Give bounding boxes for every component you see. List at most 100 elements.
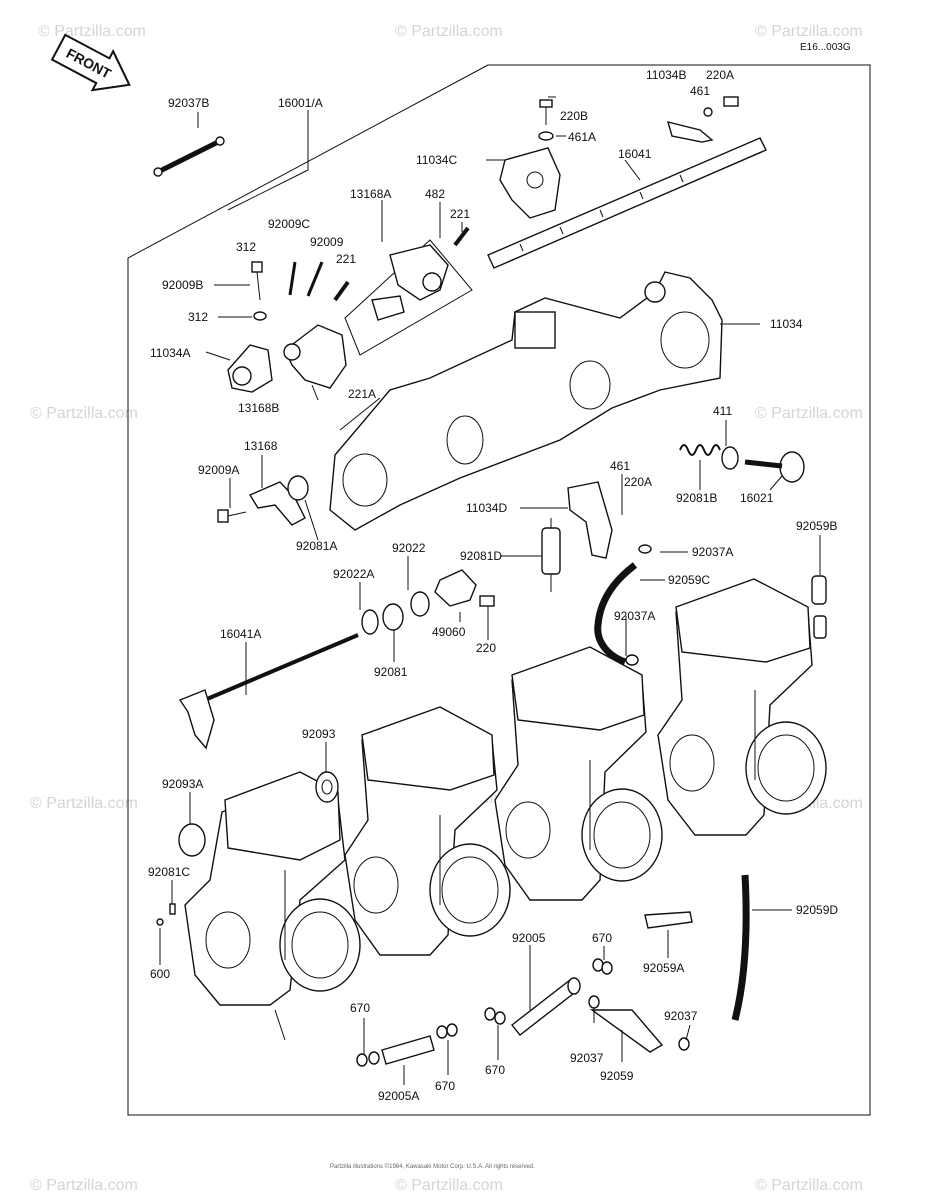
label-92059A: 92059A	[643, 961, 684, 975]
part-16041A-shaft	[178, 633, 359, 750]
part-13168A-linkage	[344, 239, 473, 356]
part-92005-tube	[511, 977, 581, 1036]
watermark-text: © Partzilla.com	[30, 795, 138, 812]
part-92037A-clip	[625, 654, 639, 666]
part-49060-block	[434, 569, 477, 607]
part-220B-screw	[539, 99, 553, 125]
label-11034A: 11034A	[150, 346, 190, 360]
label-92037B: 92037B	[168, 96, 209, 110]
part-411-washer	[721, 446, 739, 470]
label-92081C: 92081C	[148, 865, 190, 879]
part-92081B-spring	[679, 444, 721, 456]
part-92059-tube	[589, 1009, 664, 1053]
label-92009: 92009	[310, 235, 344, 249]
label-92009B: 92009B	[162, 278, 203, 292]
part-461A-washer	[538, 131, 554, 141]
part-16041-shaft	[487, 137, 767, 269]
part-92009B-screw	[251, 261, 263, 301]
label-11034C: 11034C	[416, 153, 457, 167]
part-92005A-tube	[381, 1035, 435, 1065]
label-16001A: 16001/A	[278, 96, 323, 110]
label-16021: 16021	[740, 491, 774, 505]
part-92037A-clip	[638, 544, 652, 554]
label-13168A: 13168A	[350, 187, 391, 201]
part-312-nut	[253, 311, 267, 321]
label-92005: 92005	[512, 931, 546, 945]
part-92009A-screw	[217, 509, 247, 523]
part-92059B-hose	[811, 575, 827, 639]
label-92009C: 92009C	[268, 217, 310, 231]
carburetor-1	[184, 771, 361, 1041]
label-92081: 92081	[374, 665, 408, 679]
label-92005A: 92005A	[378, 1089, 419, 1103]
label-411: 411	[713, 404, 732, 418]
label-92009A: 92009A	[198, 463, 239, 477]
part-13168B-cam	[283, 324, 347, 389]
label-92081B: 92081B	[676, 491, 717, 505]
label-92037: 92037	[570, 1051, 604, 1065]
label-312: 312	[188, 310, 208, 324]
label-16041: 16041	[618, 147, 652, 161]
label-92037: 92037	[664, 1009, 698, 1023]
part-13168-lever	[248, 481, 306, 526]
label-92081A: 92081A	[296, 539, 337, 553]
part-92037B	[153, 136, 225, 177]
part-92059A-tube	[644, 911, 693, 929]
part-92093-cap	[315, 771, 339, 803]
carburetor-2	[344, 706, 511, 956]
label-482: 482	[425, 187, 445, 201]
label-220A: 220A	[624, 475, 652, 489]
label-600: 600	[150, 967, 170, 981]
label-11034B: 11034B	[646, 68, 686, 82]
part-92081D-spring	[541, 518, 561, 592]
label-461: 461	[610, 459, 630, 473]
part-92093A-cap	[178, 823, 206, 857]
watermark-text: © Partzilla.com	[755, 1177, 863, 1194]
label-11034: 11034	[770, 317, 803, 331]
watermark-text: © Partzilla.com	[755, 405, 863, 422]
label-49060: 49060	[432, 625, 466, 639]
label-13168: 13168	[244, 439, 278, 453]
part-92081-spring	[382, 603, 404, 631]
label-92059B: 92059B	[796, 519, 837, 533]
part-11034-plate	[329, 271, 723, 531]
label-670: 670	[435, 1079, 455, 1093]
part-11034D	[567, 481, 613, 559]
label-13168B: 13168B	[238, 401, 279, 415]
label-92093A: 92093A	[162, 777, 203, 791]
watermark-text: © Partzilla.com	[30, 1177, 138, 1194]
watermark-text: © Partzilla.com	[395, 1177, 503, 1194]
part-670-rings	[356, 958, 690, 1067]
label-92059: 92059	[600, 1069, 634, 1083]
label-220B: 220B	[560, 109, 588, 123]
label-220: 220	[476, 641, 496, 655]
label-670: 670	[350, 1001, 370, 1015]
carburetor-4	[657, 578, 827, 836]
label-461A: 461A	[568, 130, 596, 144]
part-92059D-hose	[731, 874, 750, 1021]
part-92009-screw	[306, 261, 324, 297]
part-220-screw	[479, 595, 495, 607]
label-92081D: 92081D	[460, 549, 502, 563]
leader-lines	[159, 96, 821, 1085]
part-11034C	[499, 147, 561, 219]
label-461: 461	[690, 84, 710, 98]
watermark-text: © Partzilla.com	[38, 23, 146, 40]
label-92059D: 92059D	[796, 903, 838, 917]
part-92081C-spring	[169, 903, 176, 915]
watermark-text: © Partzilla.com	[395, 23, 503, 40]
label-221A: 221A	[348, 387, 376, 401]
assembly-frame	[127, 64, 871, 1116]
label-92037A: 92037A	[614, 609, 655, 623]
part-labels: 92037B 16001/A 11034B 220A 461 220B 461A…	[148, 68, 838, 1103]
carburetor-3	[494, 646, 663, 901]
label-92093: 92093	[302, 727, 336, 741]
label-220A: 220A	[706, 68, 734, 82]
part-92022-seal	[410, 591, 430, 617]
watermark-text: © Partzilla.com	[30, 405, 138, 422]
watermark-text: © Partzilla.com	[755, 23, 863, 40]
part-16021-knob	[744, 451, 805, 483]
label-312: 312	[236, 240, 256, 254]
label-92022A: 92022A	[333, 567, 374, 581]
